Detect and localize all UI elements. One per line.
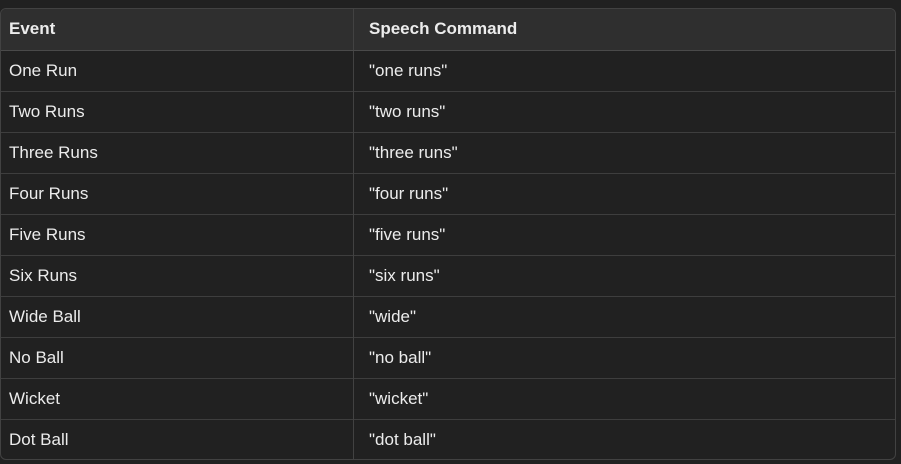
event-cell: Two Runs bbox=[1, 90, 354, 132]
event-cell: Three Runs bbox=[1, 131, 354, 173]
header-row: Event Speech Command bbox=[1, 9, 895, 51]
command-cell: "six runs" bbox=[353, 254, 895, 296]
column-header-speech-command: Speech Command bbox=[353, 9, 895, 51]
event-cell: Five Runs bbox=[1, 213, 354, 255]
command-cell: "wide" bbox=[353, 295, 895, 337]
command-cell: "two runs" bbox=[353, 90, 895, 132]
table-row: No Ball "no ball" bbox=[1, 336, 895, 378]
event-cell: Dot Ball bbox=[1, 418, 354, 459]
table-row: Three Runs "three runs" bbox=[1, 131, 895, 173]
command-cell: "three runs" bbox=[353, 131, 895, 173]
table-row: Six Runs "six runs" bbox=[1, 254, 895, 296]
event-cell: One Run bbox=[1, 50, 354, 91]
event-cell: No Ball bbox=[1, 336, 354, 378]
table-body: One Run "one runs" Two Runs "two runs" T… bbox=[1, 50, 895, 459]
command-cell: "one runs" bbox=[369, 60, 448, 80]
event-cell: Six Runs bbox=[1, 254, 354, 296]
table-row: Wicket "wicket" bbox=[1, 377, 895, 419]
table-row: Wide Ball "wide" bbox=[1, 295, 895, 337]
command-cell: "dot ball" bbox=[353, 418, 895, 459]
event-cell: Wicket bbox=[1, 377, 354, 419]
table-row: Dot Ball "dot ball" bbox=[1, 418, 895, 459]
table: Event Speech Command One Run "one runs" … bbox=[1, 9, 895, 459]
table-row: Two Runs "two runs" bbox=[1, 90, 895, 132]
event-cell: Wide Ball bbox=[1, 295, 354, 337]
command-cell: "wicket" bbox=[353, 377, 895, 419]
table-header: Event Speech Command bbox=[1, 9, 895, 51]
command-cell: "no ball" bbox=[353, 336, 895, 378]
table-row: Five Runs "five runs" bbox=[1, 213, 895, 255]
event-cell: Four Runs bbox=[1, 172, 354, 214]
column-header-event: Event bbox=[1, 9, 354, 51]
command-cell: "four runs" bbox=[353, 172, 895, 214]
speech-command-table: Event Speech Command One Run "one runs" … bbox=[0, 8, 896, 460]
table-row: Four Runs "four runs" bbox=[1, 172, 895, 214]
command-cell: "five runs" bbox=[353, 213, 895, 255]
table-row: One Run "one runs" bbox=[1, 50, 895, 91]
